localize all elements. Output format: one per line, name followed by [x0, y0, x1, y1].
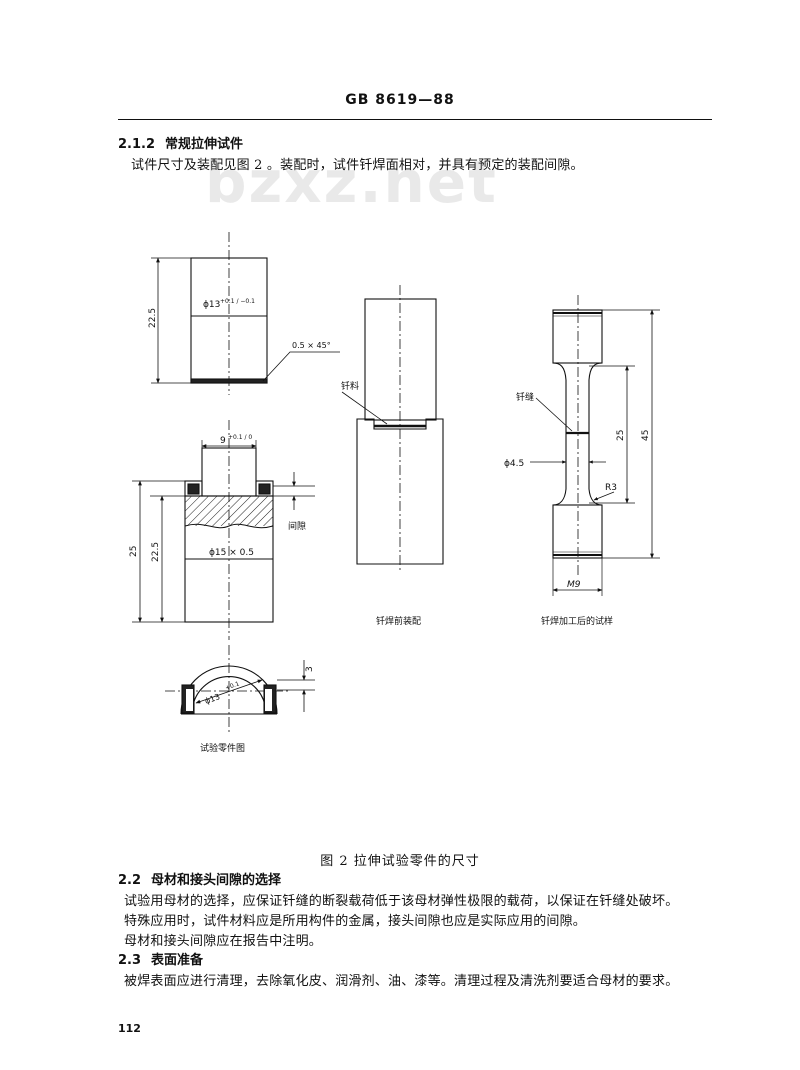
section-number: 2.3 [118, 953, 142, 968]
section-2-2-line-1: 试验用母材的选择，应保证钎缝的断裂载荷低于该母材弹性极限的载荷，以保证在钎缝处破… [124, 894, 679, 909]
label-d9-tol: +0.1 / 0 [228, 434, 252, 441]
label-dim-45: 45 [641, 430, 651, 441]
label-after-caption: 钎焊加工后的试样 [541, 615, 613, 627]
section-2-1-2-heading: 2.1.2 常规拉伸试件 [118, 133, 243, 152]
label-chamfer: 0.5 × 45° [292, 341, 331, 350]
part-top-view [151, 232, 340, 395]
label-d13-plan: ϕ13 [204, 692, 222, 706]
section-2-2-line-3: 母材和接头间隙应在报告中注明。 [124, 934, 323, 949]
section-title: 母材和接头间隙的选择 [151, 873, 282, 888]
part-bottom-view [132, 420, 315, 640]
section-2-3-heading: 2.3 表面准备 [118, 949, 203, 968]
label-d13-tol: +0.1 / −0.1 [220, 298, 255, 305]
label-dim-3: 3 [305, 666, 315, 672]
label-solder: 钎料 [341, 380, 359, 392]
label-dim-22-5-top: 22.5 [148, 308, 158, 328]
label-d9: 9 [220, 436, 226, 446]
assembly-before-brazing [341, 285, 444, 570]
label-before-caption: 钎焊前装配 [376, 615, 421, 627]
label-seam: 钎缝 [516, 391, 534, 403]
label-r3: R3 [605, 483, 617, 493]
label-gap: 间隙 [288, 520, 306, 532]
section-title: 常规拉伸试件 [165, 137, 244, 152]
label-dim-25-left: 25 [129, 546, 139, 557]
label-m9: M9 [567, 580, 581, 590]
header-rule [118, 119, 712, 120]
section-2-1-2-text: 试件尺寸及装配见图 2 。装配时，试件钎焊面相对，并具有预定的装配间隙。 [131, 158, 584, 173]
figure-caption: 图 2 拉伸试验零件的尺寸 [320, 854, 480, 869]
label-d15: ϕ15 × 0.5 [209, 548, 254, 558]
label-dim-22-5-bottom: 22.5 [151, 542, 161, 562]
section-title: 表面准备 [151, 953, 204, 968]
section-number: 2.2 [118, 873, 142, 888]
part-plan-view [165, 645, 315, 735]
section-2-2-heading: 2.2 母材和接头间隙的选择 [118, 869, 281, 888]
page-number: 112 [118, 1022, 141, 1035]
standard-header: GB 8619—88 [345, 92, 455, 108]
label-d4-5: ϕ4.5 [504, 459, 524, 469]
specimen-after-machining [530, 295, 660, 596]
section-2-2-line-2: 特殊应用时，试件材料应是所用构件的金属，接头间隙也应是实际应用的间隙。 [124, 914, 587, 929]
section-number: 2.1.2 [118, 137, 156, 152]
label-d13: ϕ13 [203, 300, 220, 310]
watermark: bzxz.net [205, 148, 498, 216]
section-2-3-line-1: 被焊表面应进行清理，去除氧化皮、润滑剂、油、漆等。清理过程及清洗剂要适合母材的要… [124, 974, 679, 989]
label-d13-plan-tol: +0.1 [224, 680, 240, 692]
label-parts-caption: 试验零件图 [200, 742, 245, 754]
label-dim-25-right: 25 [616, 430, 626, 441]
